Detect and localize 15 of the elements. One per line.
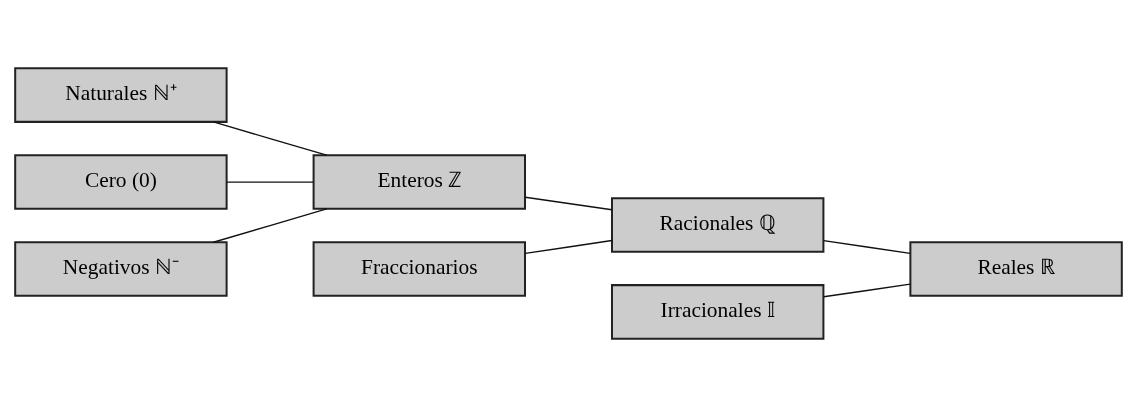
node-box: Negativos ℕ⁻ [14,241,228,297]
connector [212,121,328,156]
node-box: Fraccionarios [312,241,526,297]
connector [212,208,328,243]
node-box: Enteros ℤ [312,154,526,210]
node-box: Racionales ℚ [611,197,825,253]
node-box: Naturales ℕ⁺ [14,67,228,123]
connector [823,283,911,298]
connector [823,239,911,255]
node-box: Reales ℝ [909,241,1123,297]
connector [226,181,315,183]
node-box: Irracionales 𝕀 [611,284,825,340]
connector [524,196,613,211]
connector [524,239,613,255]
node-box: Cero (0) [14,154,228,210]
